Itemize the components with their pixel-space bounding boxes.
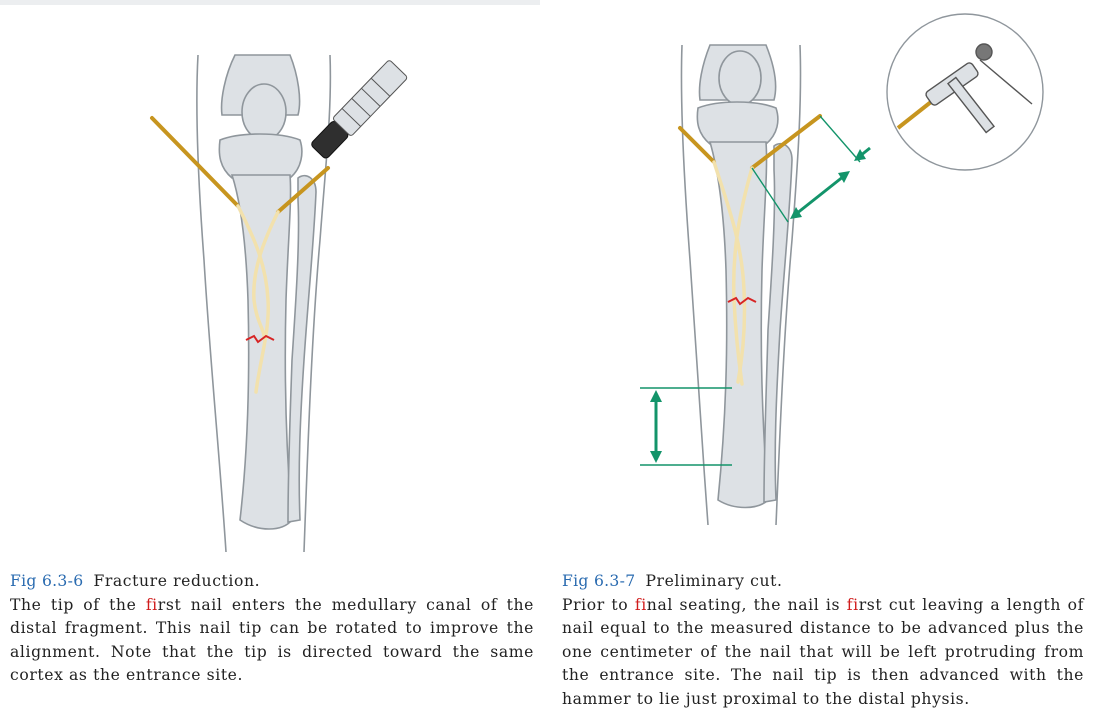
caption-heading: Fig 6.3-7 Preliminary cut.	[562, 570, 1084, 594]
caption-heading: Fig 6.3-6 Fracture reduction.	[10, 570, 534, 594]
cut-length-arrow	[795, 174, 845, 216]
figure-title: Fracture reduction.	[93, 572, 261, 590]
cutter-instrument-icon	[896, 43, 1033, 134]
nail-right	[276, 166, 330, 214]
figure-caption-6-3-7: Fig 6.3-7 Preliminary cut. Prior to final…	[562, 570, 1084, 711]
nail-left	[150, 116, 240, 208]
tibia-plateau	[218, 133, 303, 179]
patella	[241, 83, 287, 141]
nail-left	[678, 126, 716, 164]
nail-left-intramedullary	[236, 204, 271, 394]
fracture-reduction-illustration	[150, 54, 408, 553]
patella	[718, 50, 762, 106]
nail-right	[750, 114, 822, 170]
leg-outline-left	[196, 54, 227, 553]
fibula	[763, 142, 793, 503]
cut-guide-1	[819, 115, 861, 163]
figure-title: Preliminary cut.	[645, 572, 783, 590]
fracture-line	[727, 296, 757, 306]
highlighted-ligature: fi	[145, 595, 158, 614]
figure-number: Fig 6.3-6	[10, 572, 84, 590]
caption-body: Prior to final seating, the nail is firs…	[562, 595, 1085, 708]
top-strip	[0, 0, 540, 5]
highlighted-ligature: fi	[846, 595, 859, 614]
highlighted-ligature: fi	[634, 595, 647, 614]
leg-outline-right	[775, 44, 802, 526]
nail-right-intramedullary	[252, 210, 280, 338]
fibula	[287, 174, 317, 523]
leg-outline-left	[680, 44, 709, 526]
cut-guide-2	[751, 167, 789, 223]
preliminary-cut-illustration	[640, 13, 1044, 526]
drill-instrument-icon	[311, 60, 408, 159]
nail-left-intramedullary	[712, 160, 747, 384]
caption-body: The tip of the first nail enters the med…	[10, 595, 535, 685]
tibia-plateau	[696, 101, 779, 145]
fracture-line	[245, 334, 275, 344]
figure-number: Fig 6.3-7	[562, 572, 636, 590]
leg-outline-right	[303, 54, 332, 553]
figure-caption-6-3-6: Fig 6.3-6 Fracture reduction. The tip of …	[10, 570, 534, 688]
tibia	[708, 141, 769, 509]
